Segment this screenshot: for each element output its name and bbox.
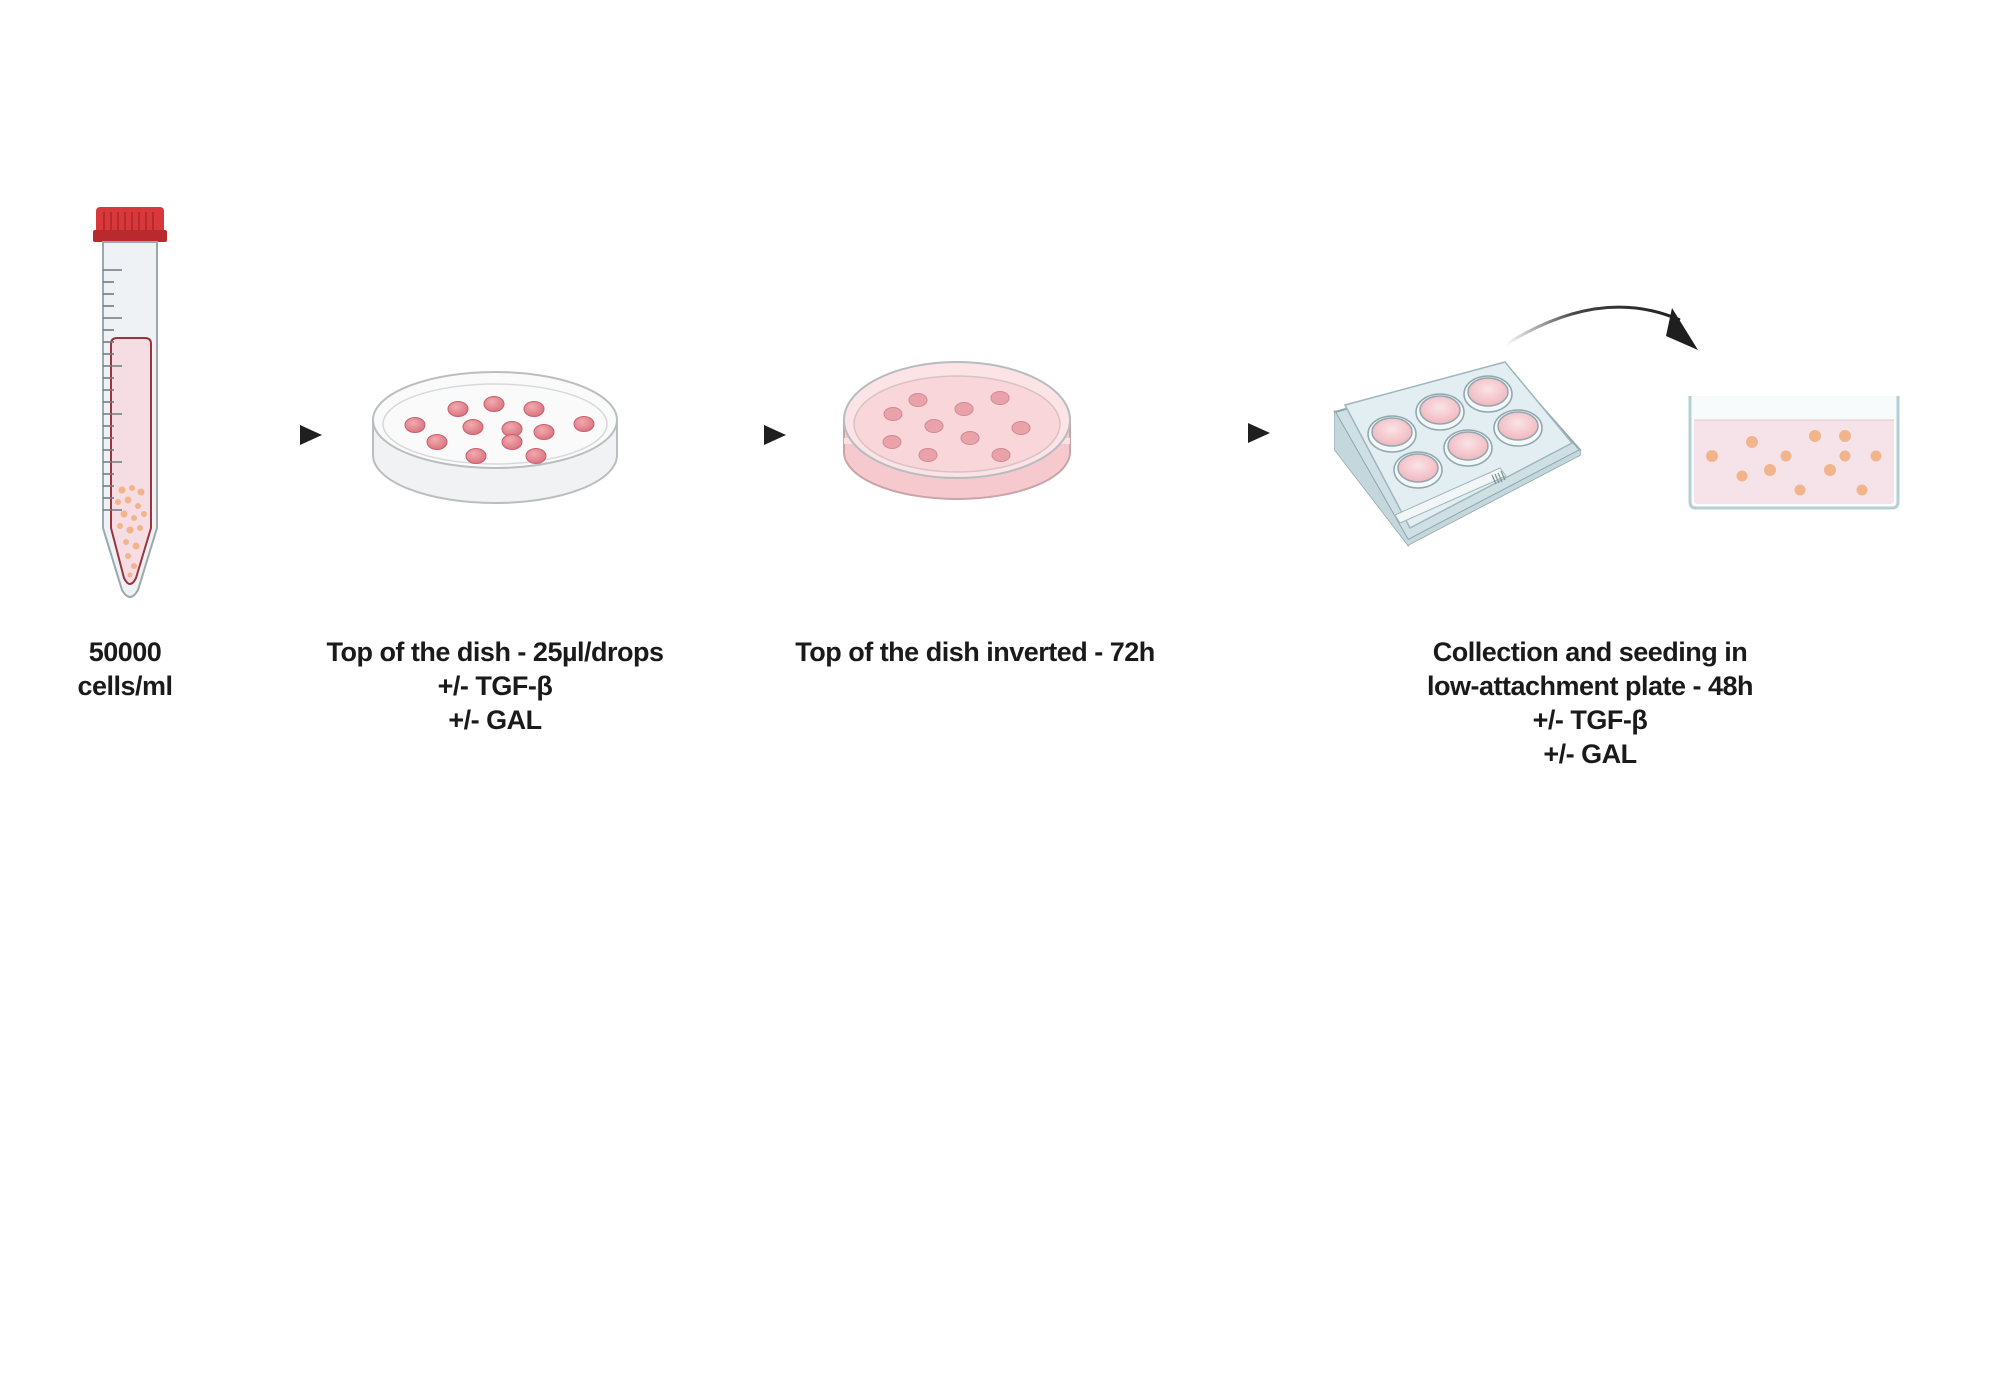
caption-line: Top of the dish inverted - 72h (795, 637, 1155, 667)
arrow-icon (1152, 423, 1270, 443)
inverted-petri-dish-icon (843, 361, 1071, 500)
caption-line: 50000 (88, 637, 162, 667)
caption-line: low-attachment plate - 48h (1426, 671, 1754, 701)
caption-inverted-dish: Top of the dish inverted - 72h (760, 635, 1190, 669)
caption-line: +/- GAL (448, 705, 542, 735)
six-well-plate-icon (1333, 361, 1582, 548)
caption-line: +/- TGF-β (437, 671, 553, 701)
caption-line: +/- TGF-β (1532, 705, 1648, 735)
arrow-icon (210, 425, 322, 445)
caption-line: cells/ml (77, 671, 173, 701)
caption-collection-seeding: Collection and seeding in low-attachment… (1370, 635, 1810, 771)
caption-line: Top of the dish - 25µl/drops (326, 637, 664, 667)
arrow-icon (670, 425, 786, 445)
low-attachment-well-icon (1688, 396, 1900, 510)
arrow-icon (1504, 305, 1698, 350)
caption-hanging-drops: Top of the dish - 25µl/drops +/- TGF-β +… (300, 635, 690, 737)
petri-dish-icon (372, 371, 618, 504)
falcon-tube-icon (93, 207, 167, 598)
caption-line: +/- GAL (1543, 739, 1637, 769)
caption-line: Collection and seeding in (1432, 637, 1748, 667)
caption-cell-suspension: 50000 cells/ml (40, 635, 210, 703)
